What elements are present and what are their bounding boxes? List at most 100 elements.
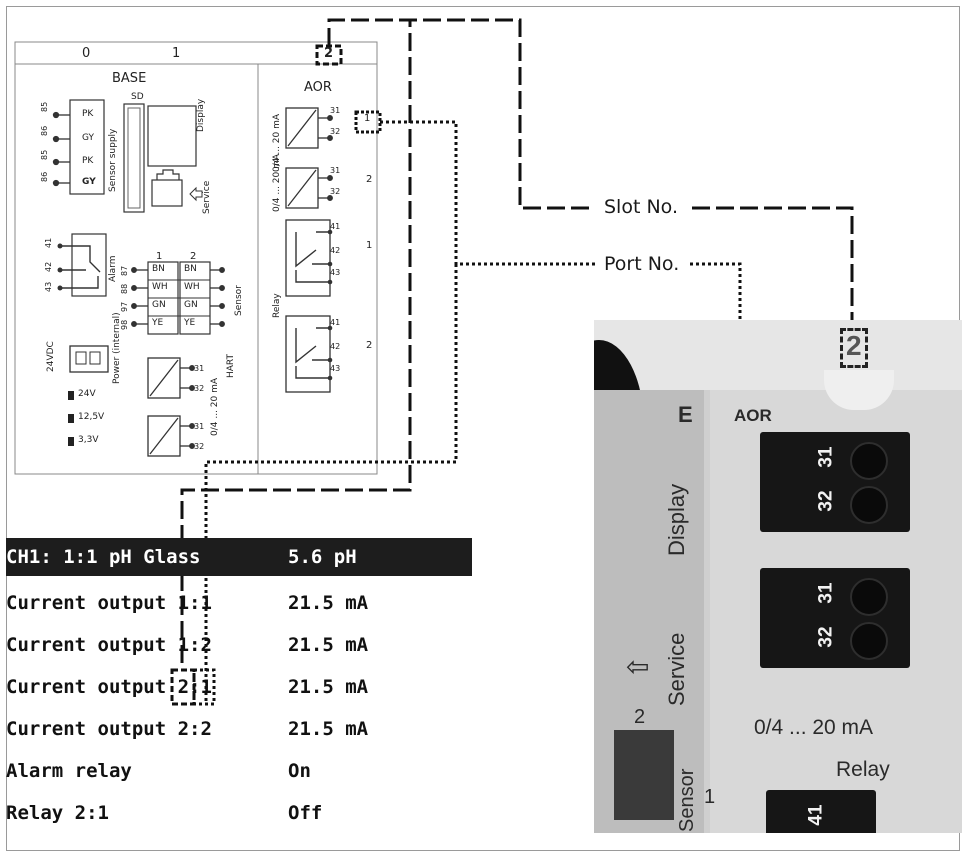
display-row: Current output 2:1 21.5 mA xyxy=(6,668,472,706)
row-value: 21.5 mA xyxy=(288,634,369,656)
aor-port-1-relay: 1 xyxy=(366,240,373,251)
slot-no-label: Slot No. xyxy=(600,196,682,218)
sensor-wire-gn-2: GN xyxy=(184,300,198,310)
alarm-term-42: 42 xyxy=(44,261,53,272)
photo-service-icon: ⇦ xyxy=(626,651,650,682)
photo-terminal-block-3: 41 xyxy=(766,790,876,833)
term-85a: 85 xyxy=(40,101,49,112)
display-row: Relay 2:1 Off xyxy=(6,794,472,832)
wire-gy-1: GY xyxy=(82,133,95,143)
row-name: Current output 2:1 xyxy=(6,676,212,698)
slot-0-label: 0 xyxy=(82,46,91,61)
supply-terminals xyxy=(52,111,70,187)
aor-port-1-out: 1 xyxy=(364,113,371,124)
base-out-term-31a: 31 xyxy=(194,364,205,373)
display-row: Alarm relay On xyxy=(6,752,472,790)
photo-terminal-block-1: 31 32 xyxy=(760,432,910,532)
photo-side-mark-1: 1 xyxy=(704,786,716,808)
sensor-channel-2: 2 xyxy=(190,251,197,262)
wire-pk-2: PK xyxy=(82,156,94,166)
sensor-term-87: 87 xyxy=(120,265,129,276)
base-out-term-32a: 32 xyxy=(194,384,205,393)
base-out-term-31b: 31 xyxy=(194,422,205,431)
sensor-rows xyxy=(148,279,210,317)
row-value: 21.5 mA xyxy=(288,676,369,698)
sensor-term-97: 97 xyxy=(120,301,129,312)
row-name: Relay 2:1 xyxy=(6,802,109,824)
sd-slot xyxy=(123,103,145,213)
photo-relay-label: Relay xyxy=(836,758,890,781)
photo-base-letter: E xyxy=(678,402,693,427)
aor-relay1-term-41: 41 xyxy=(330,222,341,231)
aor-term-31a: 31 xyxy=(330,106,341,115)
port-marker xyxy=(354,110,382,134)
row-name: Current output 1:2 xyxy=(6,634,212,656)
sensor-label: Sensor xyxy=(234,285,244,316)
slot-to-display-line xyxy=(180,18,412,666)
row-name: Current output 2:2 xyxy=(6,718,212,740)
voltage-12v: 12,5V xyxy=(78,412,105,422)
aor-range-label-2: 0/4 ... 20 mA xyxy=(272,153,282,212)
term-85b: 85 xyxy=(40,149,49,160)
row-value: 21.5 mA xyxy=(288,592,369,614)
term-86b: 86 xyxy=(40,171,49,182)
photo-service-label: Service xyxy=(664,632,689,706)
photo-module-label: AOR xyxy=(734,406,772,425)
row-name: CH1: 1:1 pH Glass xyxy=(6,546,201,568)
aor-relay1-term-42: 42 xyxy=(330,246,341,255)
wire-gy-2: GY xyxy=(82,177,96,187)
row-name: Current output 1:1 xyxy=(6,592,212,614)
aor-relay1-term-43: 43 xyxy=(330,268,341,277)
alarm-label: Alarm xyxy=(108,255,118,282)
photo-range-label: 0/4 ... 20 mA xyxy=(754,716,874,739)
aor-relay-label: Relay xyxy=(272,293,282,318)
photo-side-mark-2: 2 xyxy=(634,706,646,728)
photo-slot-number: 2 xyxy=(846,330,862,361)
voltage-24v: 24V xyxy=(78,389,96,399)
row-value: 21.5 mA xyxy=(288,718,369,740)
alarm-term-43: 43 xyxy=(44,281,53,292)
sensor-wire-wh-1: WH xyxy=(152,282,168,292)
sensor-wire-gn-1: GN xyxy=(152,300,166,310)
sensor-channel-1: 1 xyxy=(156,251,163,262)
aor-term-32a: 32 xyxy=(330,127,341,136)
row-name: Alarm relay xyxy=(6,760,132,782)
aor-term-31b: 31 xyxy=(330,166,341,175)
slot-1-label: 1 xyxy=(172,46,181,61)
hart-label: HART xyxy=(226,353,236,378)
sensor-wire-wh-2: WH xyxy=(184,282,200,292)
voltage-3v: 3,3V xyxy=(78,435,99,445)
display-label: Display xyxy=(196,98,206,132)
term-86a: 86 xyxy=(40,125,49,136)
display-box xyxy=(147,105,197,167)
display-row: CH1: 1:1 pH Glass 5.6 pH xyxy=(6,538,472,576)
aor-relay2-term-43: 43 xyxy=(330,364,341,373)
power-connector xyxy=(69,345,109,373)
power-voltage: 24VDC xyxy=(46,341,56,372)
base-out-term-32b: 32 xyxy=(194,442,205,451)
aor-term-32b: 32 xyxy=(330,187,341,196)
sensor-wire-ye-1: YE xyxy=(152,318,164,328)
aor-title: AOR xyxy=(304,80,332,95)
photo-slot-marker xyxy=(840,328,868,368)
service-label: Service xyxy=(202,180,212,214)
base-range-label: 0/4 ... 20 mA xyxy=(210,377,220,436)
sensor-term-88: 88 xyxy=(120,283,129,294)
service-port xyxy=(151,179,183,207)
aor-port-2-relay: 2 xyxy=(366,340,373,351)
sensor-wire-bn-2: BN xyxy=(184,264,197,274)
aor-relay2-term-41: 41 xyxy=(330,318,341,327)
photo-sensor-fragment: Sensor xyxy=(676,768,698,832)
slot-2-label: 2 xyxy=(324,46,334,61)
display-port-marker xyxy=(192,668,216,706)
port-no-label: Port No. xyxy=(600,253,684,275)
sd-label: SD xyxy=(131,92,144,102)
alarm-relay-block xyxy=(71,233,107,297)
photo-display-label: Display xyxy=(664,483,689,556)
display-row: Current output 2:2 21.5 mA xyxy=(6,710,472,748)
power-label: Power (internal) xyxy=(112,312,122,384)
sensor-supply-label: Sensor supply xyxy=(108,128,118,192)
row-value: On xyxy=(288,760,311,782)
module-photo: 2 E AOR Display Service ⇦ 31 32 31 32 0/… xyxy=(594,320,962,833)
